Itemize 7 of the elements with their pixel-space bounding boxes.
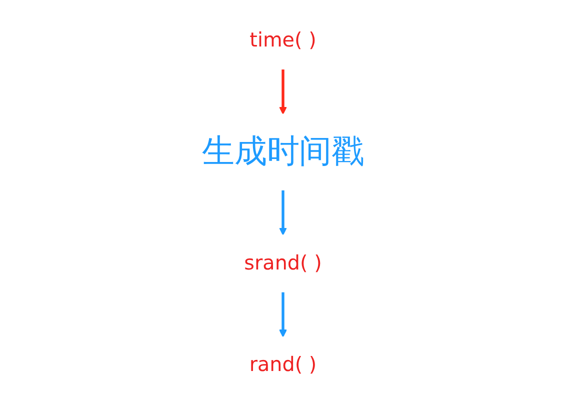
node-text: rand( ) — [249, 354, 317, 377]
node-text: 生成时间戳 — [202, 133, 364, 170]
node-text: srand( ) — [244, 252, 322, 275]
node-text: time( ) — [250, 29, 316, 52]
arrow — [279, 292, 287, 338]
arrow — [279, 69, 287, 114]
arrow — [279, 190, 287, 236]
